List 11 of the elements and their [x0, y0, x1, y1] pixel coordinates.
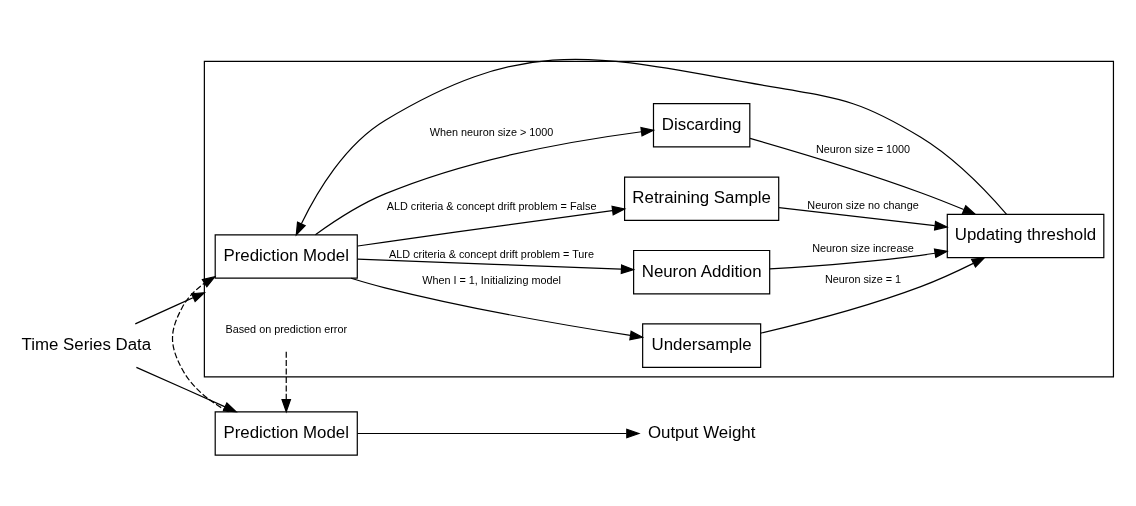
node-text: Based on prediction error: [225, 322, 348, 335]
edge-label: ALD criteria & concept drift problem = False: [386, 199, 597, 212]
edge-label: Neuron size = 1: [824, 272, 902, 285]
edge-label: Neuron size no change: [807, 198, 919, 211]
edge-label: When neuron size > 1000: [429, 125, 554, 138]
node-text: Output Weight: [647, 422, 756, 442]
edge-label: Neuron size increase: [812, 241, 914, 254]
edge-label: When I = 1, Initializing model: [422, 273, 561, 286]
node-text: Time Series Data: [21, 334, 152, 354]
edge-label: Neuron size = 1000: [815, 142, 911, 155]
edge-label: ALD criteria & concept drift problem = Ture: [389, 247, 594, 260]
